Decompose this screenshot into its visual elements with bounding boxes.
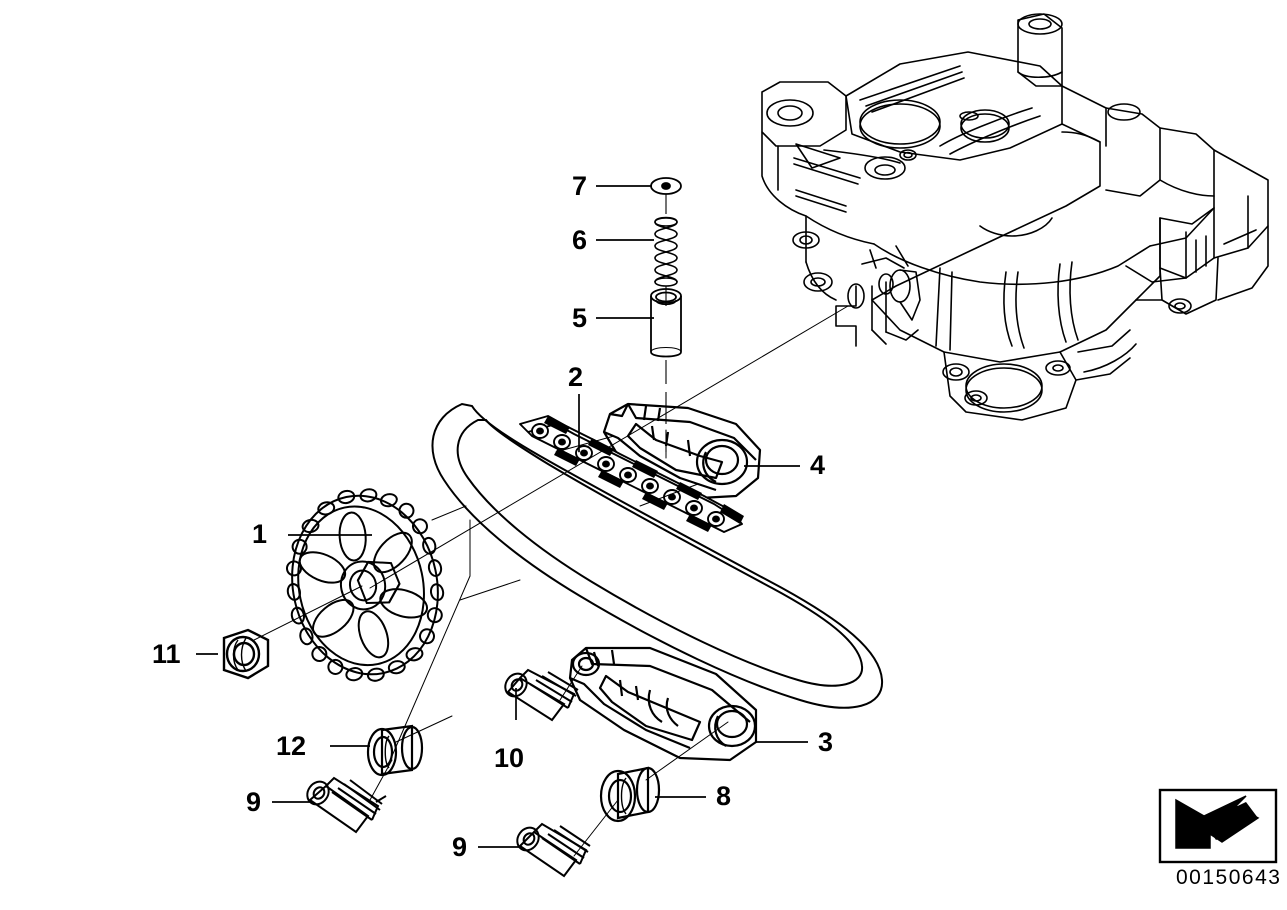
callout-6-tensioner-spring: 6 [572, 225, 588, 255]
part-9-bolt-upper [306, 776, 387, 834]
diagram-part-number: 00150643 [1176, 866, 1282, 889]
part-7-sealing-washer [650, 177, 682, 214]
part-10-bolt [504, 668, 579, 722]
part-2-drive-chain [431, 402, 884, 709]
callout-5-tensioner-piston: 5 [572, 303, 588, 333]
part-9-bolt-lower [516, 822, 591, 878]
part-3-guide-rail [568, 646, 758, 762]
part-8-bushing [599, 766, 661, 823]
part-5-tensioner-piston [650, 288, 682, 452]
assembly-reference-lines [253, 305, 849, 857]
callout-12-bushing-upper: 12 [276, 731, 307, 761]
callout-3-guide-rail: 3 [818, 727, 834, 757]
callout-8-bushing-lower: 8 [716, 781, 732, 811]
callout-2-chain: 2 [568, 362, 584, 392]
part-12-bushing [366, 724, 424, 777]
part-6-compression-spring [654, 216, 678, 306]
callout-11-hex-nut: 11 [152, 639, 181, 669]
callout-4-tensioner-rail: 4 [810, 450, 826, 480]
part-11-hex-nut [222, 628, 270, 680]
callout-1-sprocket: 1 [252, 519, 268, 549]
callout-9a-bolt-upper: 9 [246, 787, 262, 817]
bmw-arrow-logo [1158, 788, 1278, 864]
part-1-drive-sprocket [285, 488, 445, 682]
callout-10-bolt-rail: 10 [494, 743, 525, 773]
callout-9b-bolt-lower: 9 [452, 832, 468, 862]
oil-pump-housing [761, 13, 1269, 421]
callout-7-sealing-washer: 7 [572, 171, 588, 201]
callout-leaders [196, 185, 808, 848]
